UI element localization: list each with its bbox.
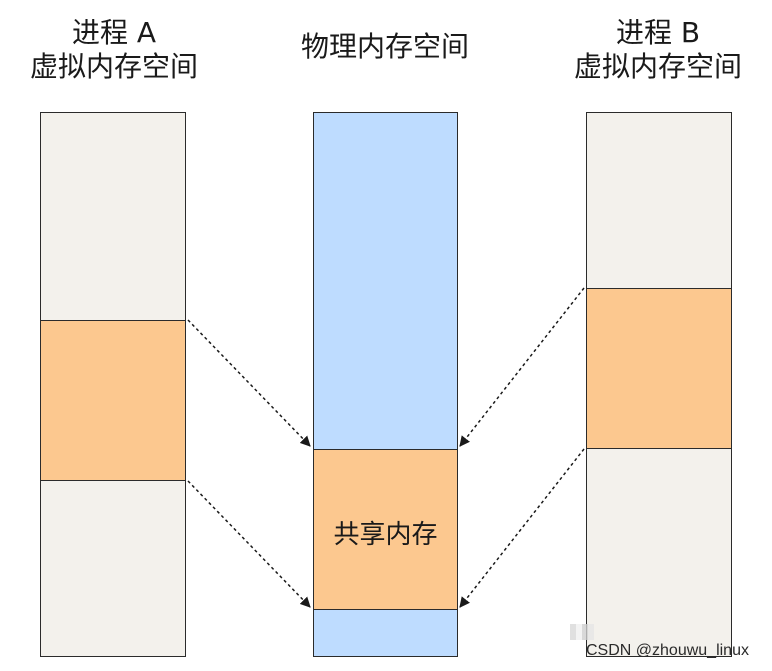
process-b-subtitle: 虚拟内存空间 — [573, 50, 742, 83]
process-a-subtitle: 虚拟内存空间 — [29, 50, 198, 83]
shared-memory-label: 共享内存 — [333, 520, 438, 550]
physical-memory-label: 物理内存空间 — [300, 30, 469, 63]
arrow-b-bottom — [459, 448, 585, 608]
process-b-title: 进程 B — [615, 16, 701, 49]
process-a-virtual-memory — [40, 112, 186, 657]
arrow-b-top — [459, 287, 585, 447]
process-b-shared-region — [587, 288, 731, 449]
process-a-label: 进程 A 虚拟内存空间 — [0, 16, 228, 84]
arrow-a-top — [187, 319, 311, 447]
process-b-virtual-memory — [586, 112, 732, 657]
arrow-a-bottom — [187, 480, 311, 608]
watermark-mosaic — [570, 624, 594, 640]
physical-memory: 共享内存 — [313, 112, 458, 657]
process-b-label: 进程 B 虚拟内存空间 — [544, 16, 772, 84]
physical-shared-memory: 共享内存 — [314, 449, 457, 610]
csdn-watermark: CSDN @zhouwu_linux — [586, 642, 749, 659]
process-a-shared-region — [41, 320, 185, 481]
process-a-title: 进程 A — [71, 16, 157, 49]
